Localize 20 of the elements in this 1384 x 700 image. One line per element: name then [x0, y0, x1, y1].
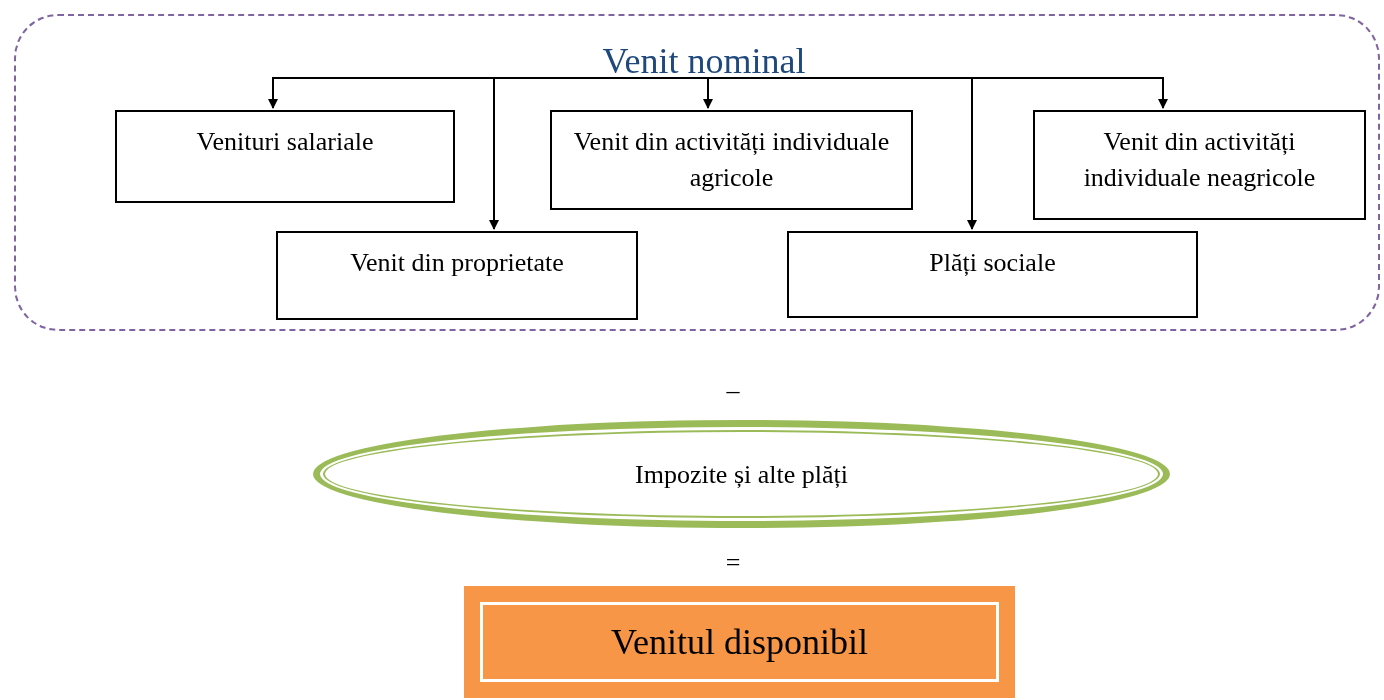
connector-arrow	[701, 77, 713, 109]
operator-sign: –	[725, 376, 741, 406]
connector-arrow	[489, 77, 703, 230]
operator-sign: =	[724, 548, 742, 578]
process-box	[1033, 110, 1366, 220]
heading-text: Venit nominal	[602, 42, 806, 80]
node-text: Venit din proprietate	[350, 247, 564, 279]
node-text: Venit din activități individuale agricole	[572, 126, 891, 194]
process-box	[276, 231, 638, 320]
result-box	[464, 586, 1015, 698]
node-text: Venit din activități individuale neagricole	[1082, 126, 1317, 194]
node-text: Impozite și alte plăți	[635, 459, 848, 489]
node-text: Plăți sociale	[929, 247, 1056, 279]
process-box	[115, 110, 455, 203]
process-box	[787, 231, 1198, 318]
process-box	[550, 110, 913, 210]
dashed-group-border	[14, 14, 1380, 331]
connector-arrow	[701, 77, 1168, 109]
node-text: Venitul disponibil	[611, 622, 868, 662]
node-text: Venituri salariale	[196, 126, 374, 158]
